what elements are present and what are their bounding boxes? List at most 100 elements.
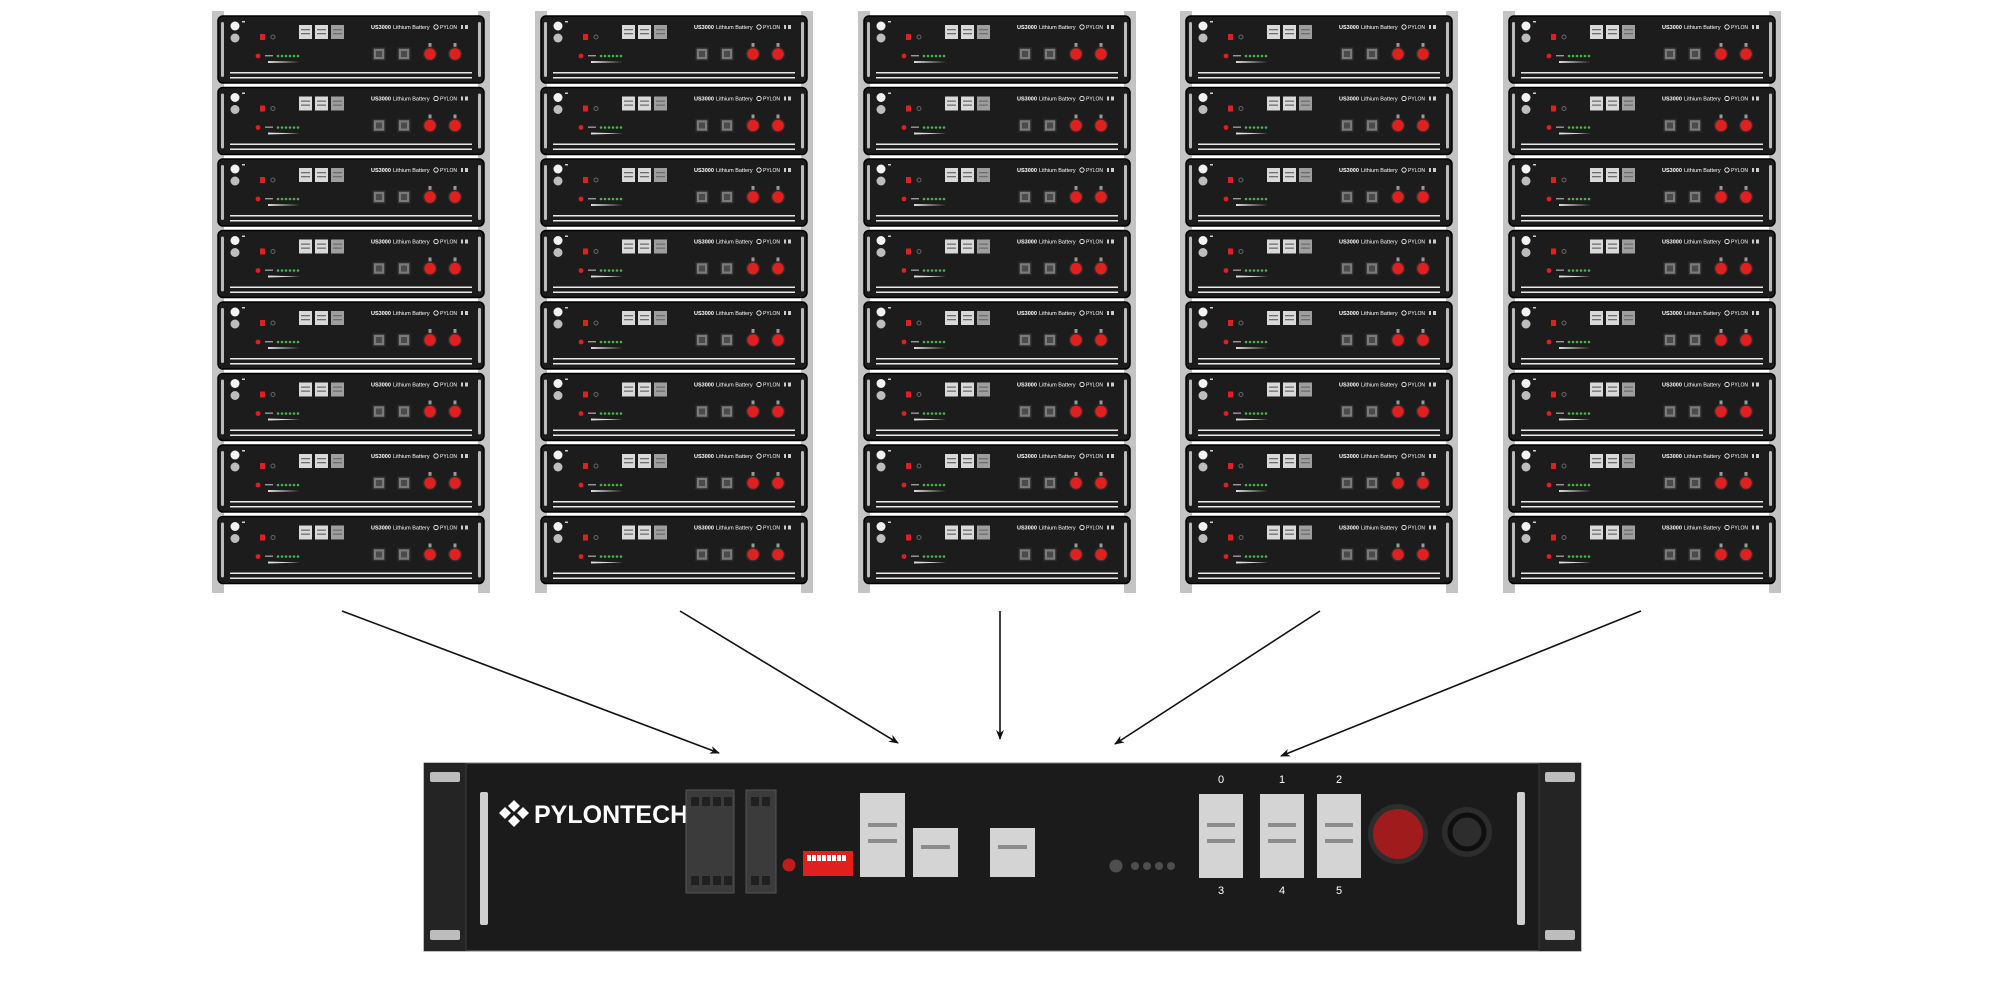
numbered-port-2[interactable]: 25	[1317, 774, 1361, 897]
battery-type-label: Lithium Battery	[1684, 97, 1721, 103]
battery-brand-label: PYLON	[1086, 168, 1103, 174]
battery-type-label: Lithium Battery	[1039, 25, 1076, 31]
battery-brand-label: PYLON	[1086, 526, 1103, 532]
battery-type-label: Lithium Battery	[393, 97, 430, 103]
battery-model-label: US3000	[1339, 311, 1359, 317]
battery-model-label: US3000	[694, 454, 714, 460]
battery-brand-label: PYLON	[440, 526, 457, 532]
battery-model-label: US3000	[371, 25, 391, 31]
power-button[interactable]	[1368, 804, 1428, 864]
terminal-block-large	[685, 789, 735, 894]
battery-brand-label: PYLON	[1086, 25, 1103, 31]
battery-model-label: US3000	[1339, 454, 1359, 460]
battery-brand-label: PYLON	[1731, 25, 1748, 31]
battery-type-label: Lithium Battery	[393, 454, 430, 460]
port-label-bottom: 5	[1336, 885, 1342, 897]
battery-model-label: US3000	[371, 383, 391, 389]
battery-brand-label: PYLON	[1408, 311, 1425, 317]
pylontech-logo-icon	[499, 800, 529, 827]
battery-model-label: US3000	[1017, 311, 1037, 317]
battery-brand-label: PYLON	[1731, 97, 1748, 103]
connection-arrow-4	[1114, 610, 1321, 745]
port-label-bottom: 4	[1279, 885, 1285, 897]
battery-model-label: US3000	[1662, 25, 1682, 31]
battery-type-label: Lithium Battery	[393, 526, 430, 532]
battery-brand-label: PYLON	[1408, 240, 1425, 246]
comm-port-2[interactable]	[913, 828, 958, 877]
battery-model-label: US3000	[694, 25, 714, 31]
battery-model-label: US3000	[1017, 526, 1037, 532]
battery-model-label: US3000	[371, 168, 391, 174]
battery-type-label: Lithium Battery	[716, 454, 753, 460]
battery-brand-label: PYLON	[440, 25, 457, 31]
status-led-red	[782, 858, 796, 872]
numbered-port-1[interactable]: 14	[1260, 774, 1304, 897]
right-rack-ear	[1539, 763, 1581, 951]
battery-brand-label: PYLON	[440, 311, 457, 317]
battery-brand-label: PYLON	[1086, 383, 1103, 389]
numbered-port-0[interactable]: 03	[1199, 774, 1243, 897]
battery-model-label: US3000	[1339, 25, 1359, 31]
battery-model-label: US3000	[694, 240, 714, 246]
pylontech-controller-unit: PYLONTECH	[423, 762, 1582, 952]
battery-type-label: Lithium Battery	[716, 311, 753, 317]
battery-type-label: Lithium Battery	[1039, 311, 1076, 317]
left-handle	[480, 792, 488, 925]
battery-type-label: Lithium Battery	[716, 97, 753, 103]
battery-brand-label: PYLON	[763, 25, 780, 31]
battery-brand-label: PYLON	[1731, 168, 1748, 174]
connection-arrow-1	[341, 610, 720, 754]
port-label-top: 0	[1218, 774, 1224, 786]
battery-brand-label: PYLON	[1086, 311, 1103, 317]
battery-type-label: Lithium Battery	[1684, 240, 1721, 246]
battery-model-label: US3000	[1339, 526, 1359, 532]
right-ear-hole-bottom	[1545, 930, 1575, 940]
left-rack-ear	[424, 763, 466, 951]
battery-type-label: Lithium Battery	[1361, 97, 1398, 103]
battery-type-label: Lithium Battery	[393, 240, 430, 246]
battery-type-label: Lithium Battery	[1361, 383, 1398, 389]
battery-model-label: US3000	[371, 526, 391, 532]
connection-arrows	[341, 610, 1642, 757]
battery-type-label: Lithium Battery	[1684, 25, 1721, 31]
battery-model-label: US3000	[694, 383, 714, 389]
port-label-top: 2	[1336, 774, 1342, 786]
battery-type-label: Lithium Battery	[1361, 25, 1398, 31]
battery-model-label: US3000	[1662, 454, 1682, 460]
comm-port-1[interactable]	[860, 793, 905, 877]
battery-model-label: US3000	[1017, 240, 1037, 246]
dip-switch[interactable]	[803, 851, 853, 876]
battery-brand-label: PYLON	[1731, 454, 1748, 460]
ring-switch[interactable]	[1442, 807, 1492, 857]
comm-port-3[interactable]	[990, 828, 1035, 877]
battery-model-label: US3000	[1017, 97, 1037, 103]
battery-model-label: US3000	[1017, 168, 1037, 174]
battery-type-label: Lithium Battery	[393, 311, 430, 317]
battery-model-label: US3000	[1662, 383, 1682, 389]
battery-type-label: Lithium Battery	[393, 168, 430, 174]
battery-brand-label: PYLON	[1408, 25, 1425, 31]
battery-brand-label: PYLON	[1731, 311, 1748, 317]
battery-brand-label: PYLON	[440, 454, 457, 460]
battery-brand-label: PYLON	[1408, 526, 1425, 532]
battery-model-label: US3000	[694, 311, 714, 317]
battery-type-label: Lithium Battery	[1039, 454, 1076, 460]
battery-brand-label: PYLON	[1408, 383, 1425, 389]
battery-brand-label: PYLON	[763, 97, 780, 103]
